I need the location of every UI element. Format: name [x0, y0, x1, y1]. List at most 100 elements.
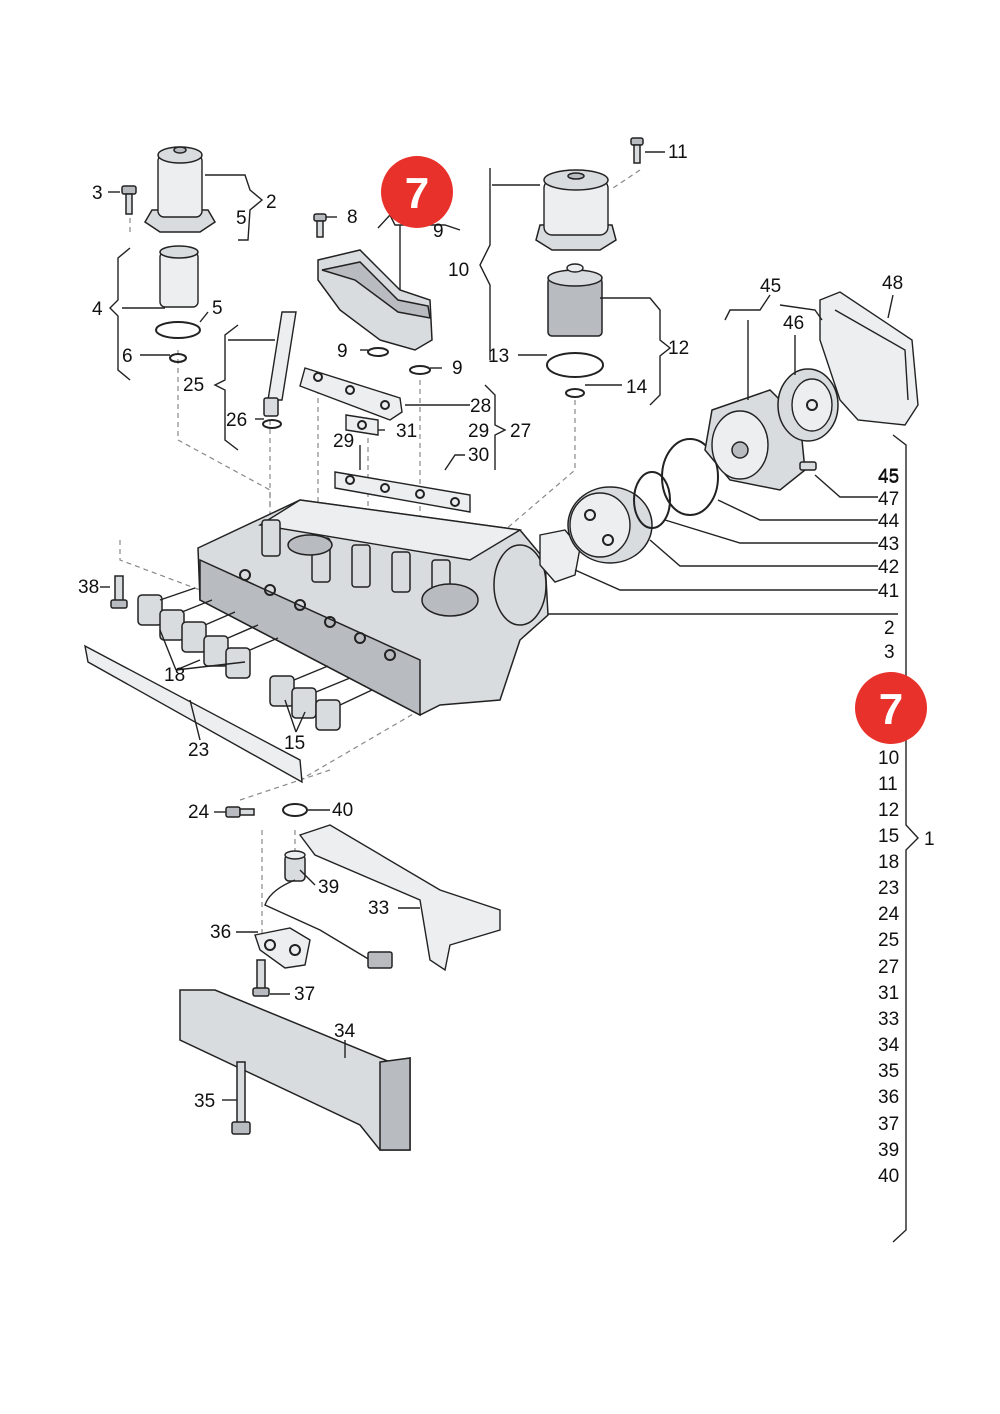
assembly-item-3: 3: [884, 642, 895, 663]
bolt-part-37: [252, 959, 270, 997]
tube-part-25: [262, 311, 297, 429]
callout-1: 1: [924, 829, 935, 850]
connector-plate-part-34: [179, 989, 411, 1151]
assembly-item-40: 40: [878, 1166, 899, 1187]
callout-48: 48: [882, 273, 903, 294]
callout-13: 13: [488, 346, 509, 367]
callout-10: 10: [448, 260, 469, 281]
callout-35: 35: [194, 1091, 215, 1112]
callout-23: 23: [188, 740, 209, 761]
callout-8: 8: [347, 207, 358, 228]
ring-part-40: [282, 803, 308, 817]
callout-25: 25: [183, 375, 204, 396]
callout-30: 30: [468, 445, 489, 466]
callout-5: 5: [236, 208, 247, 229]
bolt-part-24: [225, 806, 255, 818]
sensor-part-39: [264, 850, 393, 969]
callout-28: 28: [470, 396, 491, 417]
callout-14: 14: [626, 377, 648, 398]
assembly-item-39: 39: [878, 1140, 899, 1161]
callout-24: 24: [188, 802, 210, 823]
valve-body-housing: [197, 499, 549, 717]
callout-6: 6: [122, 346, 133, 367]
callout-4: 4: [92, 299, 103, 320]
badge-text-top: 7: [405, 169, 429, 218]
ring-part-43: [633, 471, 671, 529]
gasket-part-31: [345, 414, 379, 436]
assembly-item-41: 41: [878, 581, 899, 602]
assembly-item-31: 31: [878, 983, 899, 1004]
assembly-item-45: 45: [878, 467, 899, 488]
assembly-item-25: 25: [878, 930, 899, 951]
seal-part-44: [661, 438, 719, 516]
callout-26: 26: [226, 410, 247, 431]
cover-part-48: [819, 291, 919, 426]
assembly-item-35: 35: [878, 1061, 899, 1082]
badge-circle-top: [381, 156, 453, 228]
callout-45-top: 45: [760, 276, 781, 297]
assembly-item-36: 36: [878, 1087, 899, 1108]
gasket-part-28: [299, 367, 403, 421]
pump-part-42: [567, 486, 653, 564]
callout-9a: 9: [433, 221, 444, 242]
assembly-item-18: 18: [878, 852, 899, 873]
callout-12: 12: [668, 338, 689, 359]
callout-39: 39: [318, 877, 339, 898]
bolt-part-35: [231, 1061, 251, 1135]
callout-40: 40: [332, 800, 353, 821]
assembly-item-11: 11: [878, 774, 898, 795]
bolt-part-3: [121, 185, 137, 215]
assembly-item-44: 44: [878, 511, 900, 532]
callout-11: 11: [668, 142, 688, 163]
gasket-part-30: [334, 471, 471, 513]
solenoid-valves-part-18: [137, 587, 279, 679]
callout-33: 33: [368, 898, 389, 919]
assembly-item-47: 47: [878, 489, 899, 510]
assembly-item-37: 37: [878, 1114, 899, 1135]
assembly-item-12: 12: [878, 800, 899, 821]
assembly-item-15: 15: [878, 826, 899, 847]
assembly-item-23: 23: [878, 878, 899, 899]
callout-37: 37: [294, 984, 315, 1005]
filter-element-part-12: [546, 263, 604, 398]
callout-47-row: 45: [878, 466, 899, 487]
filter-housing-part-2: [143, 146, 217, 233]
assembly-item-34: 34: [878, 1035, 900, 1056]
badge-circle-side: [855, 672, 927, 744]
callout-46: 46: [783, 313, 804, 334]
callout-36: 36: [210, 922, 231, 943]
callout-27: 27: [510, 421, 531, 442]
badge-7-side: 7: [855, 672, 927, 744]
badge-7-top: 7: [381, 156, 453, 228]
assembly-item-27: 27: [878, 957, 899, 978]
assembly-item-43: 43: [878, 534, 899, 555]
assembly-item-2: 2: [884, 618, 895, 639]
assembly-item-33: 33: [878, 1009, 899, 1030]
filter-element-part-4: [155, 245, 201, 363]
callout-34: 34: [334, 1021, 356, 1042]
callout-31: 31: [396, 421, 417, 442]
callout-38: 38: [78, 577, 99, 598]
assembly-item-42: 42: [878, 557, 899, 578]
bracket-part-36: [254, 927, 311, 969]
filter-housing-part-10: [535, 137, 644, 251]
callout-9b: 9: [337, 341, 348, 362]
rotor-part-46: [777, 368, 839, 442]
solenoid-valves-part-15: [269, 665, 373, 731]
callout-15: 15: [284, 733, 305, 754]
callout-labels: 3 2 5 4 5 6 25 26 8 9 9 9 28 31 29 29 27…: [78, 142, 935, 1112]
cover-part-7: [313, 213, 433, 375]
callout-9c: 9: [452, 358, 463, 379]
callout-2: 2: [266, 192, 277, 213]
badge-text-side: 7: [879, 685, 903, 734]
callout-29-right: 29: [468, 421, 489, 442]
callout-3: 3: [92, 183, 103, 204]
leader-lines: [100, 151, 919, 1243]
callout-18: 18: [164, 665, 185, 686]
assembly-item-24: 24: [878, 904, 900, 925]
assembly-item-10: 10: [878, 748, 899, 769]
assembly-list: 45 47 44 43 42 41 2 3 10 11 12 15 18 23 …: [878, 467, 900, 1187]
callout-5b: 5: [212, 298, 223, 319]
bolt-part-38: [110, 575, 128, 609]
